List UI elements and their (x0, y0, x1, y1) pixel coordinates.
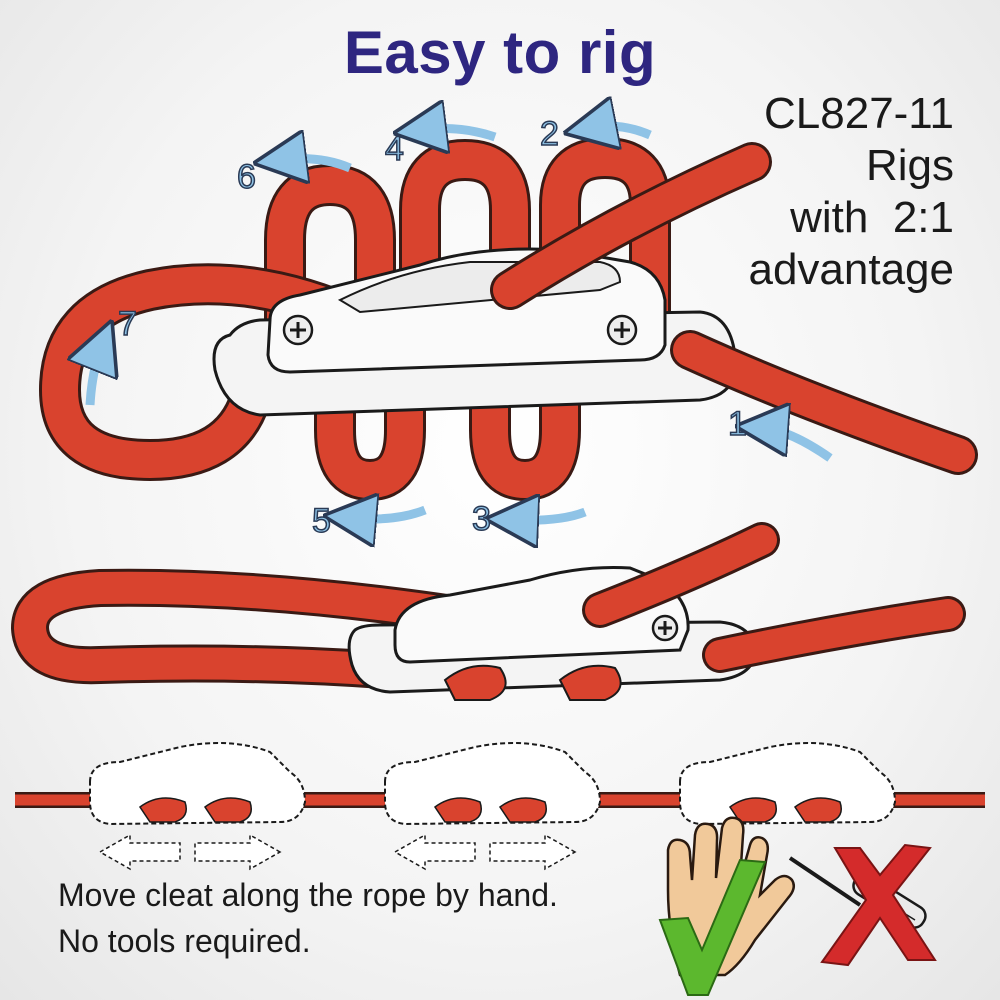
step-number-3: 3 (472, 500, 491, 538)
caption-line-2: No tools required. (58, 923, 311, 959)
sliding-cleats-row (15, 742, 985, 871)
caption: Move cleat along the rope by hand. No to… (58, 872, 558, 964)
spec-model: CL827-11 (764, 89, 954, 138)
arrow-step-3 (512, 512, 587, 520)
double-arrow-icon (393, 833, 577, 871)
rigging-illustration-middle (10, 522, 966, 701)
arrow-step-7 (90, 345, 102, 406)
double-arrow-icon (98, 833, 282, 871)
caption-line-1: Move cleat along the rope by hand. (58, 877, 558, 913)
step-number-4: 4 (385, 130, 404, 168)
page-title: Easy to rig (343, 19, 657, 86)
dashed-cleat-1 (89, 742, 307, 826)
arrow-step-1 (762, 428, 833, 462)
spec-block: CL827-11 Rigs with 2:1 advantage (748, 88, 954, 296)
cross-mark-icon (820, 843, 937, 967)
spec-line-2: Rigs (865, 141, 954, 190)
check-mark-icon (658, 858, 767, 996)
rigging-illustration-top: 1 2 3 4 5 6 7 (38, 115, 978, 540)
screwdriver-with-cross-icon (788, 843, 937, 967)
spec-line-4: advantage (748, 245, 954, 294)
spec-line-3: with 2:1 (790, 193, 954, 242)
step-number-5: 5 (312, 502, 331, 540)
step-number-7: 7 (118, 305, 137, 343)
arrow-step-5 (350, 510, 427, 519)
step-number-2: 2 (540, 115, 559, 153)
screw-icon (606, 314, 638, 346)
step-number-1: 1 (728, 405, 747, 443)
dashed-cleat-2 (384, 742, 602, 826)
step-number-6: 6 (237, 158, 256, 196)
hand-with-check-icon (658, 816, 796, 996)
arrow-step-6 (280, 159, 352, 168)
dashed-cleat-3 (679, 742, 897, 826)
screw-icon (282, 314, 314, 346)
screw-icon (651, 614, 679, 642)
arrow-step-4 (420, 129, 497, 137)
arrow-step-2 (590, 126, 652, 135)
